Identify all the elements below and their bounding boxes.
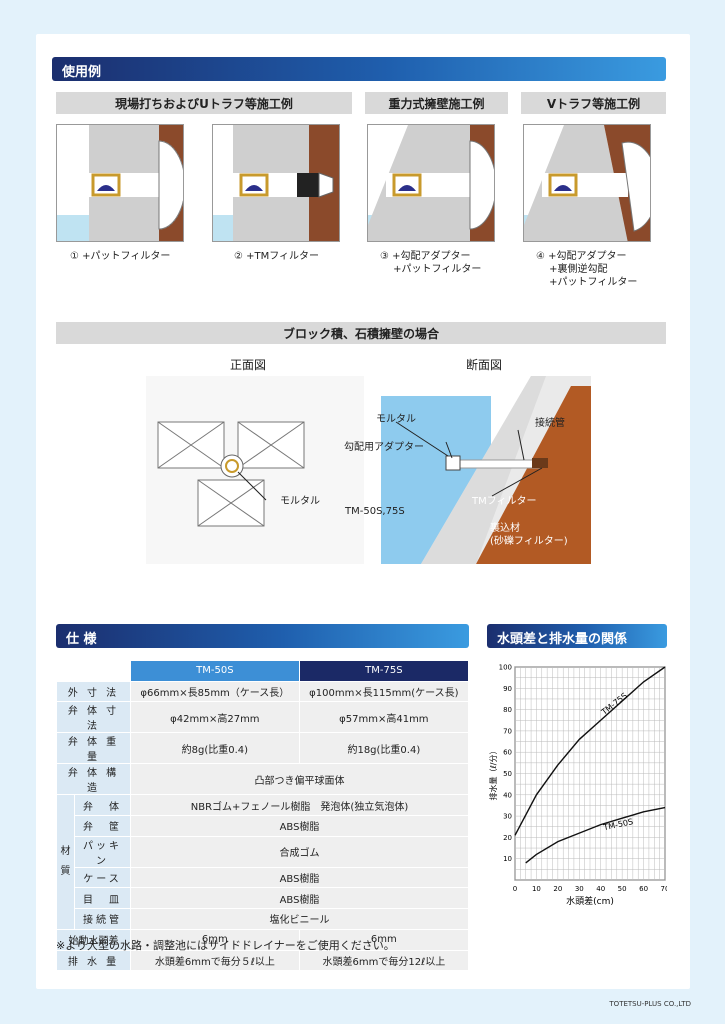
table-row: 材 質 弁 体 NBRゴム+フェノール樹脂 発泡体(独立気泡体) bbox=[56, 794, 469, 930]
table-row: 目 皿 ABS樹脂 bbox=[57, 887, 469, 910]
block-wall-title: ブロック積、石積擁壁の場合 bbox=[56, 322, 666, 344]
y-tick-label: 100 bbox=[499, 664, 512, 672]
flow-chart-svg: 0 10 20 30 40 50 60 70 10 20 30 40 50 60 70 80 90 100 水頭差(… bbox=[488, 664, 669, 908]
y-tick-label: 50 bbox=[503, 770, 512, 778]
y-tick-label: 30 bbox=[503, 813, 512, 821]
table-row: 外 寸 法 φ66mm×長85mm（ケース長） φ100mm×長115mm(ケー… bbox=[56, 680, 470, 703]
x-tick-label: 40 bbox=[596, 885, 605, 893]
label-tm-filter: TMフィルター bbox=[472, 496, 537, 507]
table-row: 弁 体 構 造 凸部つき偏平球面体 bbox=[56, 763, 469, 796]
label-adapter: 勾配用アダプター bbox=[344, 442, 424, 453]
x-tick-label: 20 bbox=[553, 885, 562, 893]
material-label: 材 質 bbox=[56, 794, 75, 930]
x-tick-label: 70 bbox=[661, 885, 667, 893]
x-tick-label: 60 bbox=[639, 885, 648, 893]
example-diagram-4 bbox=[523, 124, 651, 242]
y-axis-label: 排水量（ℓ/分） bbox=[488, 747, 498, 801]
example-diagram-2 bbox=[212, 124, 340, 242]
label-model: TM-50S,75S bbox=[345, 506, 405, 517]
table-row: 始動水頭差 6mm 6mm bbox=[56, 928, 470, 951]
x-tick-label: 10 bbox=[532, 885, 541, 893]
block-wall-diagram bbox=[146, 376, 591, 564]
table-row: 弁 筐 ABS樹脂 bbox=[57, 815, 469, 837]
caption-2: ② +TMフィルター bbox=[234, 251, 320, 262]
x-tick-label: 50 bbox=[618, 885, 627, 893]
table-row: 弁 体 寸 法 φ42mm×高27mm φ57mm×高41mm bbox=[56, 701, 470, 734]
label-backfill: 裏込材 (砂礫フィルター) bbox=[490, 523, 568, 547]
spec-title: 仕 様 bbox=[56, 624, 469, 648]
y-tick-label: 90 bbox=[503, 685, 512, 693]
caption-1: ① +パットフィルター bbox=[70, 251, 171, 262]
flow-chart: 0 10 20 30 40 50 60 70 10 20 30 40 50 60 70 80 90 100 水頭差(… bbox=[487, 655, 669, 915]
table-row: 接続管 塩化ビニール bbox=[57, 908, 469, 930]
table-row: パッキン 合成ゴム bbox=[57, 835, 469, 868]
x-tick-label: 0 bbox=[513, 885, 517, 893]
y-tick-label: 20 bbox=[503, 834, 512, 842]
label-pipe: 接続管 bbox=[535, 418, 565, 429]
usage-header-1: 現場打ちおよびUトラフ等施工例 bbox=[56, 92, 352, 114]
example-diagram-1 bbox=[56, 124, 184, 242]
y-tick-label: 40 bbox=[503, 791, 512, 799]
caption-4: ④ +勾配アダプター +裏側逆勾配 +パットフィルター bbox=[536, 251, 638, 288]
usage-header-3: Vトラフ等施工例 bbox=[521, 92, 666, 114]
spec-table: TM-50S TM-75S 外 寸 法 φ66mm×長85mm（ケース長） φ1… bbox=[56, 660, 470, 972]
table-row: 排 水 量 水頭差6mmで毎分５ℓ以上 水頭差6mmで毎分12ℓ以上 bbox=[56, 949, 470, 972]
graph-title: 水頭差と排水量の関係 bbox=[487, 624, 667, 648]
y-tick-label: 80 bbox=[503, 706, 512, 714]
table-row: 弁 体 重 量 約8g(比重0.4) 約18g(比重0.4) bbox=[56, 732, 470, 765]
caption-3: ③ +勾配アダプター +パットフィルター bbox=[380, 251, 482, 275]
col-tm75s: TM-75S bbox=[298, 660, 470, 682]
footer-company: TOTETSU-PLUS CO.,LTD bbox=[609, 1000, 691, 1008]
y-tick-label: 70 bbox=[503, 727, 512, 735]
series-line-tm-50s bbox=[525, 806, 666, 864]
example-diagram-3 bbox=[367, 124, 495, 242]
note-text: ※より大型の水路・調整池にはサイドドレイナーをご使用ください。 bbox=[56, 939, 395, 952]
y-tick-label: 10 bbox=[503, 855, 512, 863]
col-tm50s: TM-50S bbox=[130, 660, 300, 682]
x-tick-label: 30 bbox=[575, 885, 584, 893]
label-mortar-front: モルタル bbox=[280, 496, 320, 507]
usage-header-2: 重力式擁壁施工例 bbox=[365, 92, 508, 114]
section-view-label: 断面図 bbox=[466, 358, 503, 372]
usage-title: 使用例 bbox=[52, 57, 666, 81]
front-view-label: 正面図 bbox=[230, 358, 267, 372]
series-line-tm-75s bbox=[514, 666, 666, 836]
table-row: ケース ABS樹脂 bbox=[57, 866, 469, 889]
x-axis-label: 水頭差(cm) bbox=[566, 895, 614, 907]
label-mortar: モルタル bbox=[376, 414, 416, 425]
y-tick-label: 60 bbox=[503, 749, 512, 757]
